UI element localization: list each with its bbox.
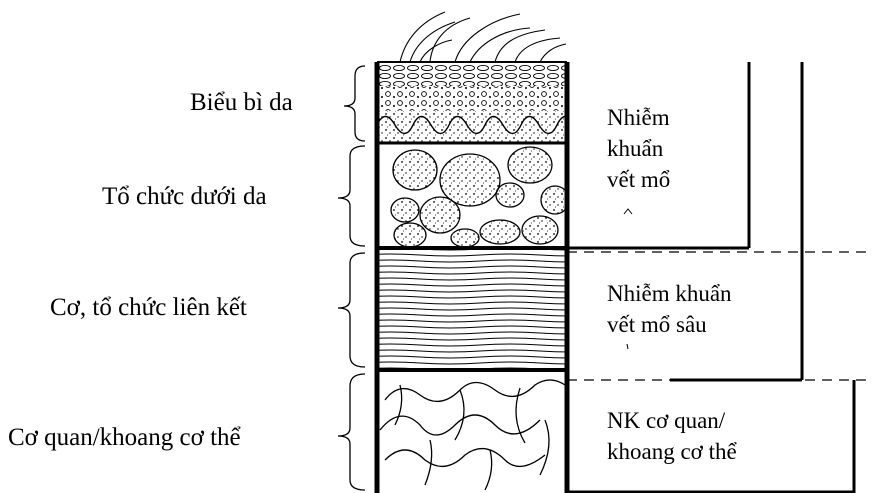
hair-strands (400, 12, 566, 62)
infection-organ-line1: NK cơ quan/ (607, 405, 737, 436)
layer-label-epidermis: Biểu bì da (190, 90, 293, 115)
infection-label-superficial: Nhiễm khuẩn vết mổ (607, 102, 670, 195)
tissue-column (377, 62, 575, 490)
layer-braces (338, 66, 365, 490)
infection-superficial-line2: khuẩn (607, 133, 670, 164)
infection-superficial-line1: Nhiễm (607, 102, 670, 133)
infection-deep-line1: Nhiễm khuẩn (607, 278, 732, 309)
layer-label-subcutaneous: Tổ chức dưới da (102, 184, 267, 209)
infection-label-deep: Nhiễm khuẩn vết mổ sâu (607, 278, 732, 340)
infection-deep-line2: vết mổ sâu (607, 309, 732, 340)
infection-organ-line2: khoang cơ thể (607, 436, 737, 467)
layer-label-muscle: Cơ, tổ chức liên kết (50, 295, 247, 320)
infection-superficial-line3: vết mổ (607, 164, 670, 195)
layer-label-organ: Cơ quan/khoang cơ thể (8, 425, 241, 450)
infection-label-organ: NK cơ quan/ khoang cơ thể (607, 405, 737, 467)
